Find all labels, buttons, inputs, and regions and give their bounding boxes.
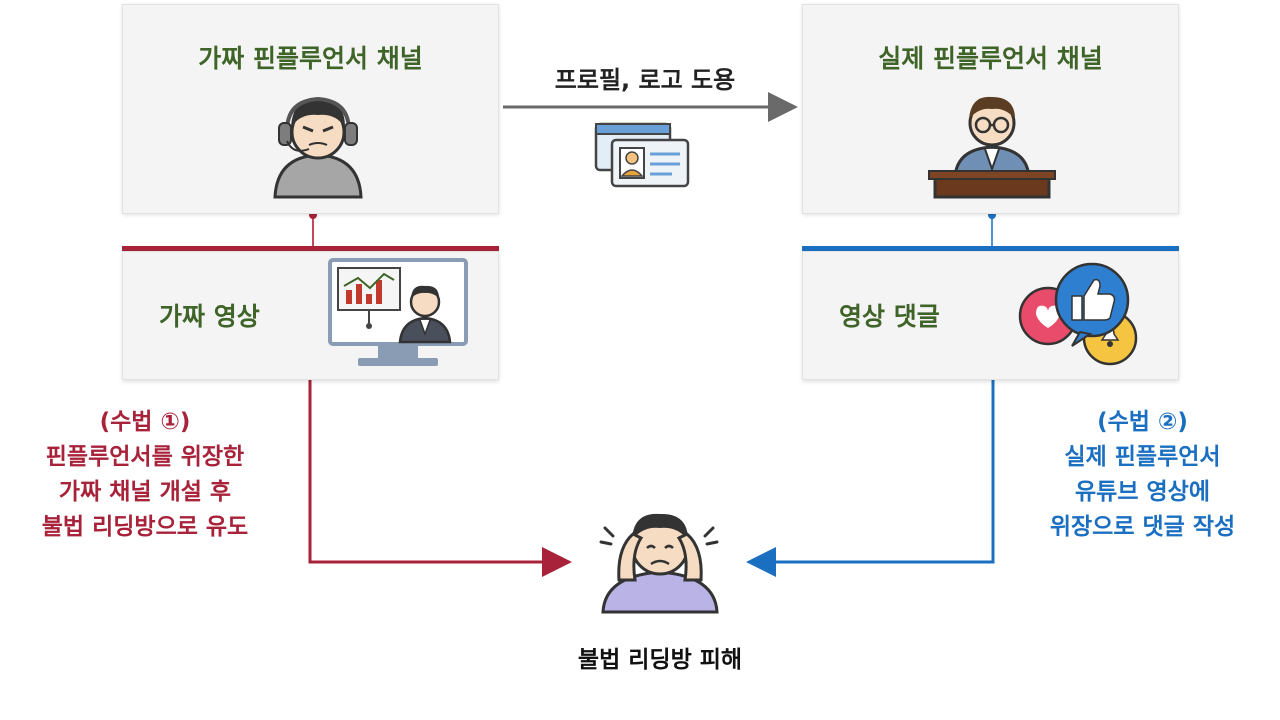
method-2-arrow	[746, 380, 995, 577]
monitor-presentation-icon	[328, 258, 468, 366]
comment-accent-bar	[802, 246, 1179, 251]
video-comment-box: 영상 댓글	[802, 251, 1179, 380]
method-1-description: (수법 ①) 핀플루언서를 위장한 가짜 채널 개설 후 불법 리딩방으로 유도	[0, 405, 290, 545]
fake-video-box: 가짜 영상	[122, 251, 499, 380]
id-cards-icon	[594, 122, 690, 188]
video-comment-label: 영상 댓글	[839, 302, 940, 331]
fake-video-accent-bar	[122, 246, 499, 251]
method-2-line: (수법 ②)	[1097, 409, 1188, 435]
method-1-line: (수법 ①)	[99, 409, 191, 435]
method-2-line: 유튜브 영상에	[1075, 479, 1210, 505]
method-2-line: 실제 핀플루언서	[1064, 444, 1221, 470]
fake-channel-title: 가짜 핀플루언서 채널	[198, 44, 423, 73]
method-1-line: 핀플루언서를 위장한	[45, 444, 245, 470]
method-1-line: 가짜 채널 개설 후	[58, 479, 232, 505]
method-2-description: (수법 ②) 실제 핀플루언서 유튜브 영상에 위장으로 댓글 작성	[1010, 405, 1275, 545]
like-comment-bubbles-icon	[1018, 262, 1138, 366]
glasses-presenter-icon	[928, 96, 1056, 199]
distressed-person-icon	[599, 513, 719, 614]
real-channel-title: 실제 핀플루언서 채널	[878, 44, 1103, 73]
method-2-line: 위장으로 댓글 작성	[1049, 514, 1236, 540]
method-1-line: 불법 리딩방으로 유도	[41, 514, 249, 540]
method-1-arrow	[308, 380, 572, 577]
real-channel-box: 실제 핀플루언서 채널	[802, 4, 1179, 214]
hooded-headset-person-icon	[273, 96, 363, 199]
fake-video-label: 가짜 영상	[159, 302, 260, 331]
victim-label: 불법 리딩방 피해	[577, 647, 743, 673]
theft-arrow-label: 프로필, 로고 도용	[554, 66, 736, 94]
fake-channel-box: 가짜 핀플루언서 채널	[122, 4, 499, 214]
